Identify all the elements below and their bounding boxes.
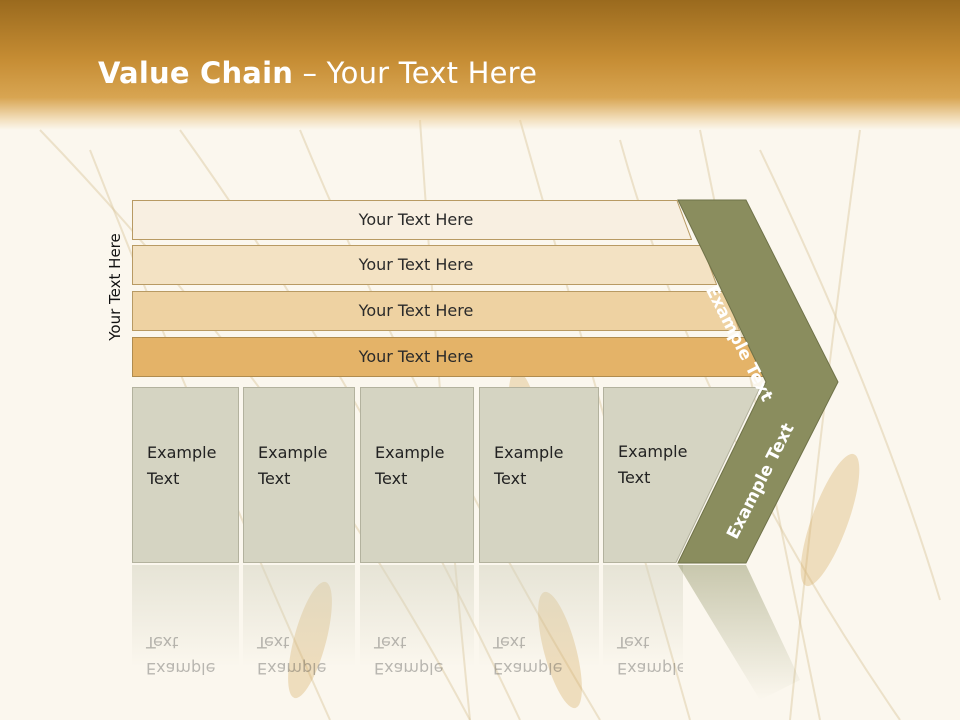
row-2[interactable]: Your Text Here — [132, 245, 717, 285]
row-1-label: Your Text Here — [358, 210, 474, 229]
activity-box-5[interactable] — [603, 387, 763, 563]
title-rest: – Your Text Here — [293, 56, 538, 90]
row-1[interactable]: Your Text Here — [132, 200, 692, 240]
row-4-label: Your Text Here — [358, 347, 474, 366]
row-3-label: Your Text Here — [358, 301, 474, 320]
row-3[interactable]: Your Text Here — [132, 291, 740, 331]
slide-title: Value Chain – Your Text Here — [98, 56, 537, 90]
title-bold: Value Chain — [98, 56, 294, 90]
title-banner — [0, 0, 960, 130]
row-2-label: Your Text Here — [358, 255, 474, 274]
